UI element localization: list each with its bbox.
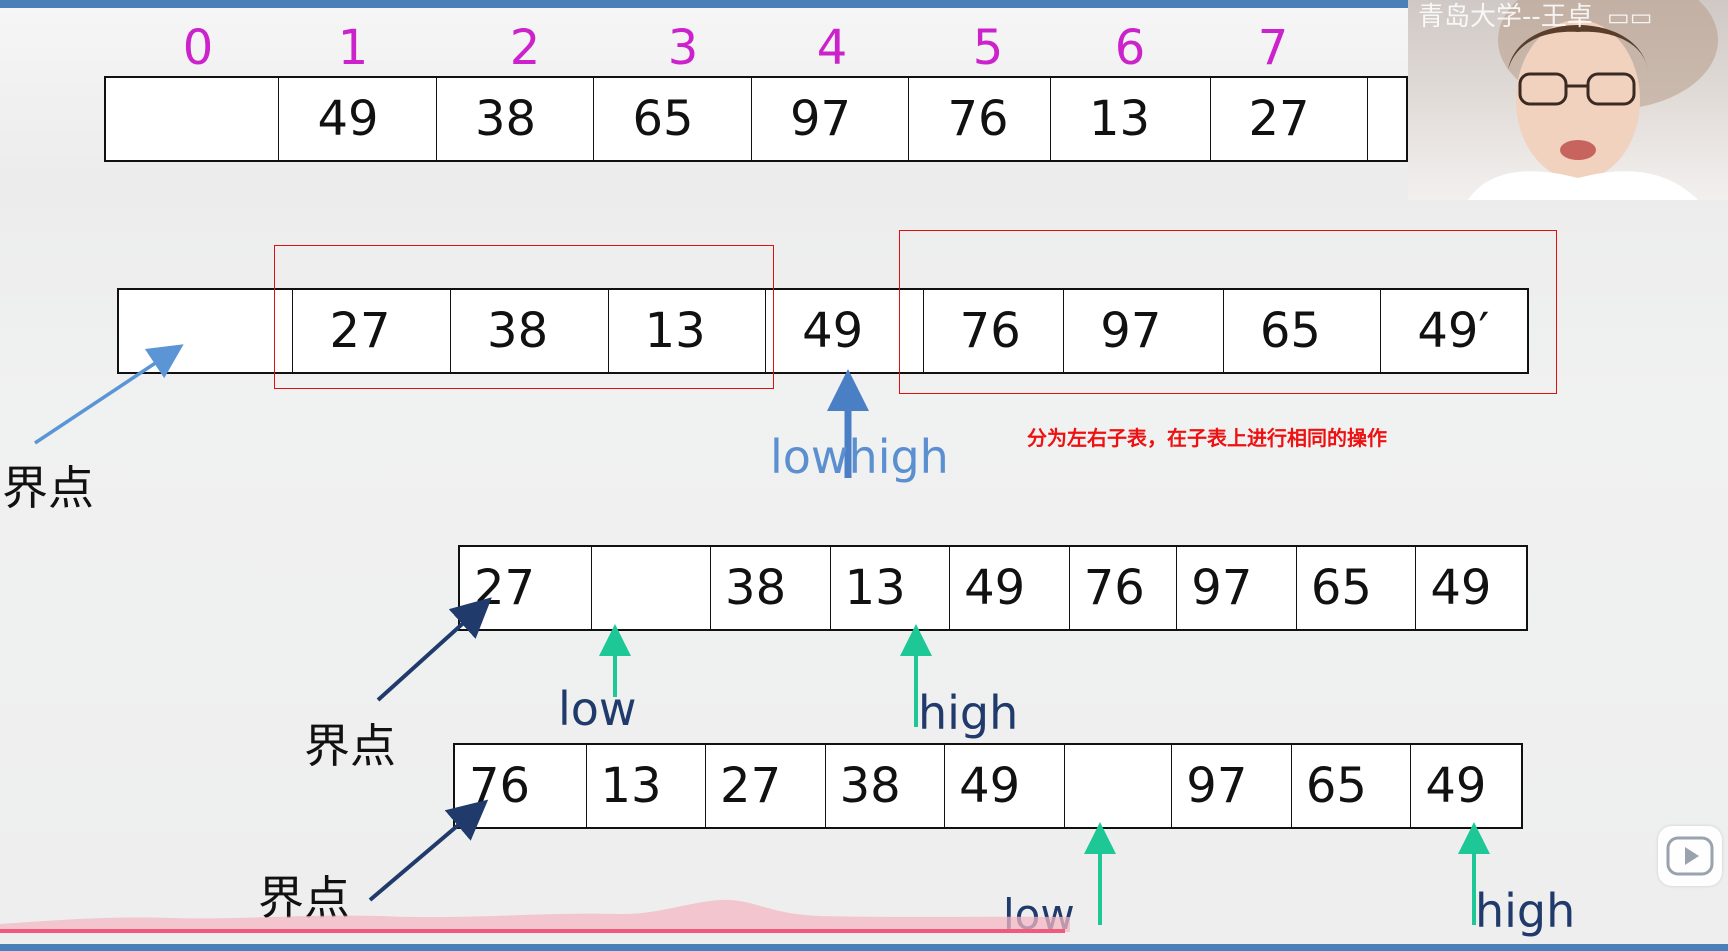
right-subtable-highlight (899, 230, 1557, 394)
boundary-label-2: 界点 (304, 719, 396, 773)
array-cell: 38 (711, 547, 831, 629)
low-label-row3: low (558, 682, 637, 736)
play-icon (1666, 836, 1714, 876)
index-label: 3 (667, 20, 699, 76)
index-label: 0 (182, 20, 214, 76)
array-cell: 27 (293, 290, 452, 372)
presenter-video (1408, 0, 1728, 200)
array-cell (119, 290, 294, 372)
playback-progress-bar[interactable] (0, 929, 1065, 933)
watermark-text: 青岛大学--王卓 ▭▭ (1418, 2, 1653, 32)
boundary-arrow-1 (34, 344, 184, 445)
index-label: 5 (972, 20, 1004, 76)
array-cell: 65 (1297, 547, 1417, 629)
array-cell: 49 (945, 745, 1065, 827)
array-cell: 13 (587, 745, 707, 827)
high-label-row3: high (918, 686, 1019, 740)
array-cell: 76 (924, 290, 1065, 372)
array-cell: 49′ (1417, 303, 1490, 359)
array-cell: 65 (1292, 745, 1412, 827)
subtable-note: 分为左右子表，在子表上进行相同的操作 (1027, 426, 1387, 450)
array-cell: 49 (766, 290, 924, 372)
array-cell: 65 (594, 78, 752, 160)
array-cell (106, 78, 280, 160)
array-cell: 38 (451, 290, 609, 372)
index-label: 4 (816, 20, 848, 76)
array-cell: 27 (706, 745, 826, 827)
array-cell: 49 (1430, 560, 1492, 616)
index-label: 7 (1257, 20, 1289, 76)
array-cell: 76 (909, 78, 1051, 160)
index-label: 6 (1114, 20, 1146, 76)
array-cell: 13 (831, 547, 951, 629)
array-cell: 27 (1211, 78, 1368, 160)
low-high-label: lowhigh (770, 430, 949, 484)
audio-waveform (0, 899, 1070, 932)
array-cell (592, 547, 712, 629)
array-cell: 38 (437, 78, 595, 160)
boundary-arrow-3 (368, 799, 489, 902)
array-cell: 76 (1070, 547, 1178, 629)
index-label: 2 (509, 20, 541, 76)
array-cell (1065, 745, 1173, 827)
array-cell: 38 (826, 745, 946, 827)
array-cell: 97 (1172, 745, 1292, 827)
bottom-border-bar (0, 944, 1728, 951)
array-cell: 97 (1177, 547, 1297, 629)
index-label: 1 (337, 20, 369, 76)
array-cell: 49 (279, 78, 437, 160)
array-cell: 97 (1064, 290, 1224, 372)
bilibili-logo-icon: ▭▭ (1607, 3, 1653, 31)
top-border-bar (0, 0, 1728, 8)
array-cell: 13 (1051, 78, 1211, 160)
array-cell: 49 (950, 547, 1070, 629)
array-cell: 65 (1224, 290, 1382, 372)
high-label-row4: high (1475, 884, 1576, 938)
array-cell: 13 (609, 290, 767, 372)
boundary-label-1: 界点 (2, 461, 94, 515)
array-row-original: 493865977613274 (104, 76, 1408, 162)
left-subtable-highlight (274, 245, 774, 389)
presenter-silhouette (1468, 0, 1718, 200)
array-cell: 97 (752, 78, 910, 160)
play-button[interactable] (1658, 826, 1722, 886)
boundary-arrow-2 (376, 597, 492, 702)
array-cell: 49 (1425, 758, 1487, 814)
